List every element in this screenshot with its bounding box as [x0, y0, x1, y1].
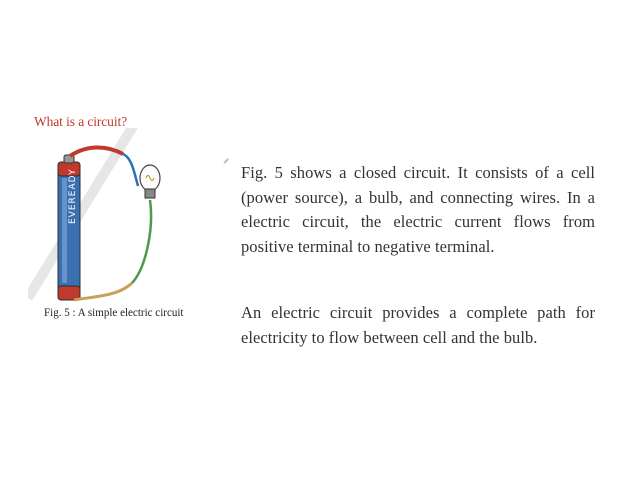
battery-label: EVEREADY — [68, 168, 78, 224]
bulb — [139, 164, 161, 199]
wire-red — [68, 145, 124, 158]
wire-blue — [122, 152, 140, 187]
paragraph-complete-path: An electric circuit provides a complete … — [241, 303, 595, 347]
section-heading: What is a circuit? — [34, 114, 128, 129]
figure-caption: Fig. 5 : A simple electric circuit — [44, 305, 184, 319]
wire-bottom — [73, 281, 134, 302]
circuit-illustration: EVEREADY — [28, 128, 161, 302]
wire-green — [131, 199, 153, 284]
watermark-stroke — [28, 128, 138, 301]
battery-cell: EVEREADY — [57, 154, 81, 301]
paragraph-closed-circuit: Fig. 5 shows a closed circuit. It consis… — [241, 163, 595, 256]
